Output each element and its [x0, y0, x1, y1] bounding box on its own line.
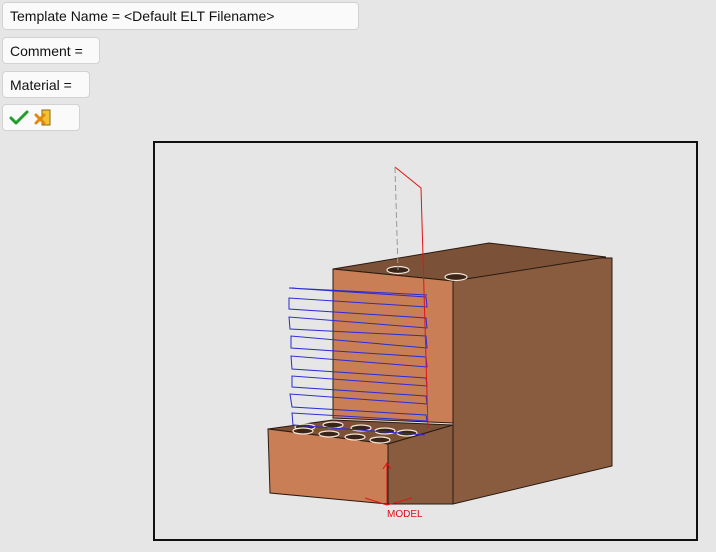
- checkmark-icon: [9, 110, 29, 125]
- tool-axis-projection: [394, 166, 399, 271]
- template-name-field[interactable]: Template Name = <Default ELT Filename>: [2, 2, 359, 30]
- part-front-face: [332, 268, 454, 424]
- action-bar: [2, 104, 80, 131]
- cancel-button[interactable]: [33, 108, 53, 128]
- step-side-face: [387, 424, 454, 505]
- comment-field[interactable]: Comment =: [2, 37, 100, 64]
- part-side-face: [452, 256, 613, 505]
- graphics-viewport[interactable]: MODEL: [153, 141, 698, 541]
- template-name-label: Template Name = <Default ELT Filename>: [10, 8, 275, 24]
- model-triad: [364, 462, 413, 506]
- tool-axis-line: [394, 166, 429, 429]
- material-field[interactable]: Material =: [2, 71, 90, 98]
- cancel-icon: [34, 109, 51, 126]
- accept-button[interactable]: [9, 109, 29, 127]
- model-axis-label: MODEL: [387, 509, 423, 520]
- comment-label: Comment =: [10, 42, 83, 59]
- material-label: Material =: [10, 76, 72, 93]
- toolpath-zigzag: [288, 287, 428, 436]
- part-model: [267, 166, 613, 506]
